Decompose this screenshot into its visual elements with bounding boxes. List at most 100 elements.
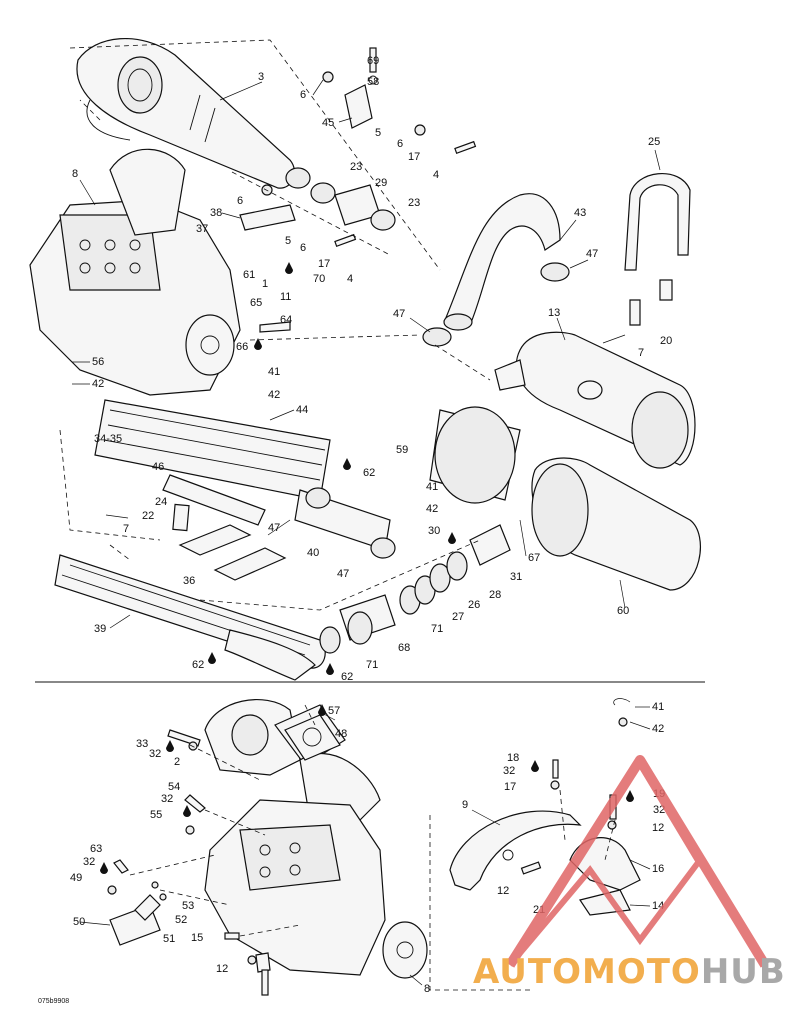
label-5: 5	[285, 235, 291, 247]
label-66: 66	[236, 341, 248, 353]
label-55: 55	[150, 809, 162, 821]
watermark-logo: AUTOMOTOHUB	[473, 755, 786, 992]
label-6: 6	[300, 89, 306, 101]
label-17: 17	[408, 151, 420, 163]
adhesive-drops	[100, 262, 634, 874]
label-36: 36	[183, 575, 195, 587]
label-62: 62	[341, 671, 353, 683]
label-61: 61	[243, 269, 255, 281]
watermark-moto: MOTO	[582, 952, 701, 992]
label-42: 42	[268, 389, 280, 401]
label-15: 15	[191, 932, 203, 944]
watermark-hub: HUB	[701, 952, 786, 992]
engine-lower	[204, 699, 428, 979]
label-4: 4	[433, 169, 439, 181]
watermark-auto: AUTO	[473, 952, 582, 992]
label-8: 8	[424, 983, 430, 995]
lower-hardware	[107, 698, 631, 996]
label-2: 2	[174, 756, 180, 768]
label-18: 18	[507, 752, 519, 764]
label-7: 7	[123, 523, 129, 535]
diagram-code: 075b9908	[38, 998, 69, 1005]
label-68: 68	[398, 642, 410, 654]
label-53: 53	[182, 900, 194, 912]
tuned-pipe	[76, 37, 295, 189]
label-71: 71	[431, 623, 443, 635]
label-64: 64	[280, 314, 292, 326]
label-71: 71	[366, 659, 378, 671]
label-41: 41	[426, 481, 438, 493]
label-49: 49	[70, 872, 82, 884]
label-5: 5	[375, 127, 381, 139]
label-3: 3	[258, 71, 264, 83]
label-42: 42	[652, 723, 664, 735]
label-20: 20	[660, 335, 672, 347]
exhaust-pipe	[443, 193, 561, 331]
muffler	[494, 331, 696, 469]
label-67: 67	[528, 552, 540, 564]
label-1: 1	[262, 278, 268, 290]
label-40: 40	[307, 547, 319, 559]
label-23: 23	[350, 161, 362, 173]
label-31: 31	[510, 571, 522, 583]
label-23: 23	[408, 197, 420, 209]
leader-lines	[72, 79, 661, 986]
sleeves-and-rings	[319, 524, 511, 654]
manifold-gasket	[284, 714, 341, 761]
label-17: 17	[504, 781, 516, 793]
upper-hardware	[239, 47, 673, 344]
strap-bracket	[624, 173, 691, 271]
engine-upper	[29, 148, 241, 396]
label-6: 6	[237, 195, 243, 207]
label-51: 51	[163, 933, 175, 945]
label-59: 59	[396, 444, 408, 456]
label-33: 33	[136, 738, 148, 750]
label-12: 12	[216, 963, 228, 975]
label-63: 63	[90, 843, 102, 855]
label-6: 6	[300, 242, 306, 254]
label-46: 46	[152, 461, 164, 473]
label-54: 54	[168, 781, 180, 793]
label-9: 9	[462, 799, 468, 811]
label-69: 69	[367, 55, 379, 67]
label-4: 4	[347, 273, 353, 285]
heat-guard	[449, 810, 582, 891]
label-41: 41	[652, 701, 664, 713]
label-43: 43	[574, 207, 586, 219]
label-32: 32	[653, 804, 665, 816]
clamps	[285, 167, 570, 559]
long-tube	[54, 554, 326, 681]
label-16: 16	[652, 863, 664, 875]
label-58: 58	[367, 76, 379, 88]
label-26: 26	[468, 599, 480, 611]
label-30: 30	[428, 525, 440, 537]
heat-shield-cylinders	[429, 406, 701, 591]
label-28: 28	[489, 589, 501, 601]
label-24: 24	[155, 496, 167, 508]
label-12: 12	[652, 822, 664, 834]
label-39: 39	[94, 623, 106, 635]
gasket-strips	[162, 474, 287, 581]
label-47: 47	[268, 522, 280, 534]
label-17: 17	[318, 258, 330, 270]
label-27: 27	[452, 611, 464, 623]
label-32: 32	[149, 748, 161, 760]
label-57: 57	[328, 705, 340, 717]
part-labels: 69 58 6 3 45 5 6 17 4 25 23 29 23 8 38 6…	[70, 55, 672, 995]
upper-dashed-guides	[59, 39, 491, 611]
label-45: 45	[322, 117, 334, 129]
label-6: 6	[397, 138, 403, 150]
label-38: 38	[210, 207, 222, 219]
svg-text:AUTOMOTOHUB: AUTOMOTOHUB	[473, 952, 786, 992]
label-62: 62	[363, 467, 375, 479]
label-7: 7	[638, 347, 644, 359]
lower-dashed-guides	[129, 704, 616, 991]
label-52: 52	[175, 914, 187, 926]
label-56: 56	[92, 356, 104, 368]
plate	[109, 894, 161, 946]
label-62: 62	[192, 659, 204, 671]
label-47: 47	[393, 308, 405, 320]
label-29: 29	[375, 177, 387, 189]
label-8: 8	[72, 168, 78, 180]
